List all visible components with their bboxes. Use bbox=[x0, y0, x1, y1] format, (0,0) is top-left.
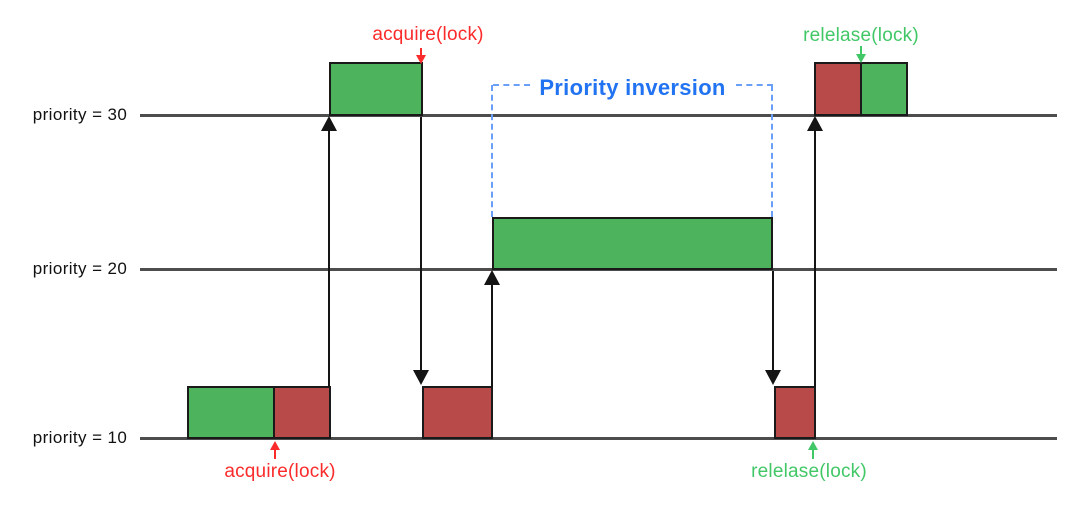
release-bottom-arrowhead-icon bbox=[808, 441, 818, 450]
preempt-to-p20-arrowhead-icon bbox=[484, 270, 500, 285]
release-lock-label-bottom: relelase(lock) bbox=[751, 461, 867, 482]
low-task-running-bar bbox=[187, 386, 275, 439]
preempt-to-p20-arrow-line bbox=[491, 282, 493, 387]
resume-to-p10-arrow-line bbox=[772, 271, 774, 371]
low-task-lock-held-bar-1 bbox=[273, 386, 331, 439]
timeline-priority-30 bbox=[140, 114, 1057, 117]
acquire-lock-label-top: acquire(lock) bbox=[372, 24, 484, 45]
high-task-lock-held-bar bbox=[814, 62, 862, 116]
low-task-lock-held-bar-2 bbox=[422, 386, 493, 439]
release-lock-label-top: relelase(lock) bbox=[803, 25, 919, 46]
acquire-top-arrowhead-icon bbox=[416, 55, 426, 64]
lane-label-priority-20: priority = 20 bbox=[32, 259, 128, 278]
release-top-arrow-line bbox=[860, 46, 862, 56]
preempt-to-p30-arrow-line bbox=[328, 128, 330, 387]
inversion-dash-left bbox=[493, 84, 530, 86]
acquire-top-arrow-line bbox=[420, 48, 422, 57]
medium-task-running-bar bbox=[492, 217, 773, 270]
wakeup-to-p30-arrow-line bbox=[814, 128, 816, 387]
acquire-lock-label-bottom: acquire(lock) bbox=[224, 461, 336, 482]
low-task-lock-held-bar-3 bbox=[774, 386, 816, 439]
block-to-p10-arrow-line bbox=[420, 117, 422, 371]
priority-inversion-title: Priority inversion bbox=[539, 75, 726, 100]
resume-to-p10-arrowhead-icon bbox=[765, 370, 781, 385]
inversion-dash-vertical-right bbox=[771, 85, 773, 217]
release-bottom-arrow-line bbox=[812, 449, 814, 459]
release-top-arrowhead-icon bbox=[856, 54, 866, 63]
preempt-to-p30-arrowhead-icon bbox=[321, 116, 337, 131]
lane-label-priority-10: priority = 10 bbox=[32, 428, 128, 447]
lane-label-priority-30: priority = 30 bbox=[32, 105, 128, 124]
timeline-priority-10 bbox=[140, 437, 1057, 440]
inversion-dash-vertical-left bbox=[491, 85, 493, 217]
high-task-running-bar bbox=[329, 62, 423, 116]
acquire-bottom-arrowhead-icon bbox=[270, 441, 280, 450]
block-to-p10-arrowhead-icon bbox=[413, 370, 429, 385]
wakeup-to-p30-arrowhead-icon bbox=[807, 116, 823, 131]
inversion-dash-right bbox=[736, 84, 773, 86]
high-task-resumed-bar bbox=[860, 62, 908, 116]
acquire-bottom-arrow-line bbox=[274, 449, 276, 459]
